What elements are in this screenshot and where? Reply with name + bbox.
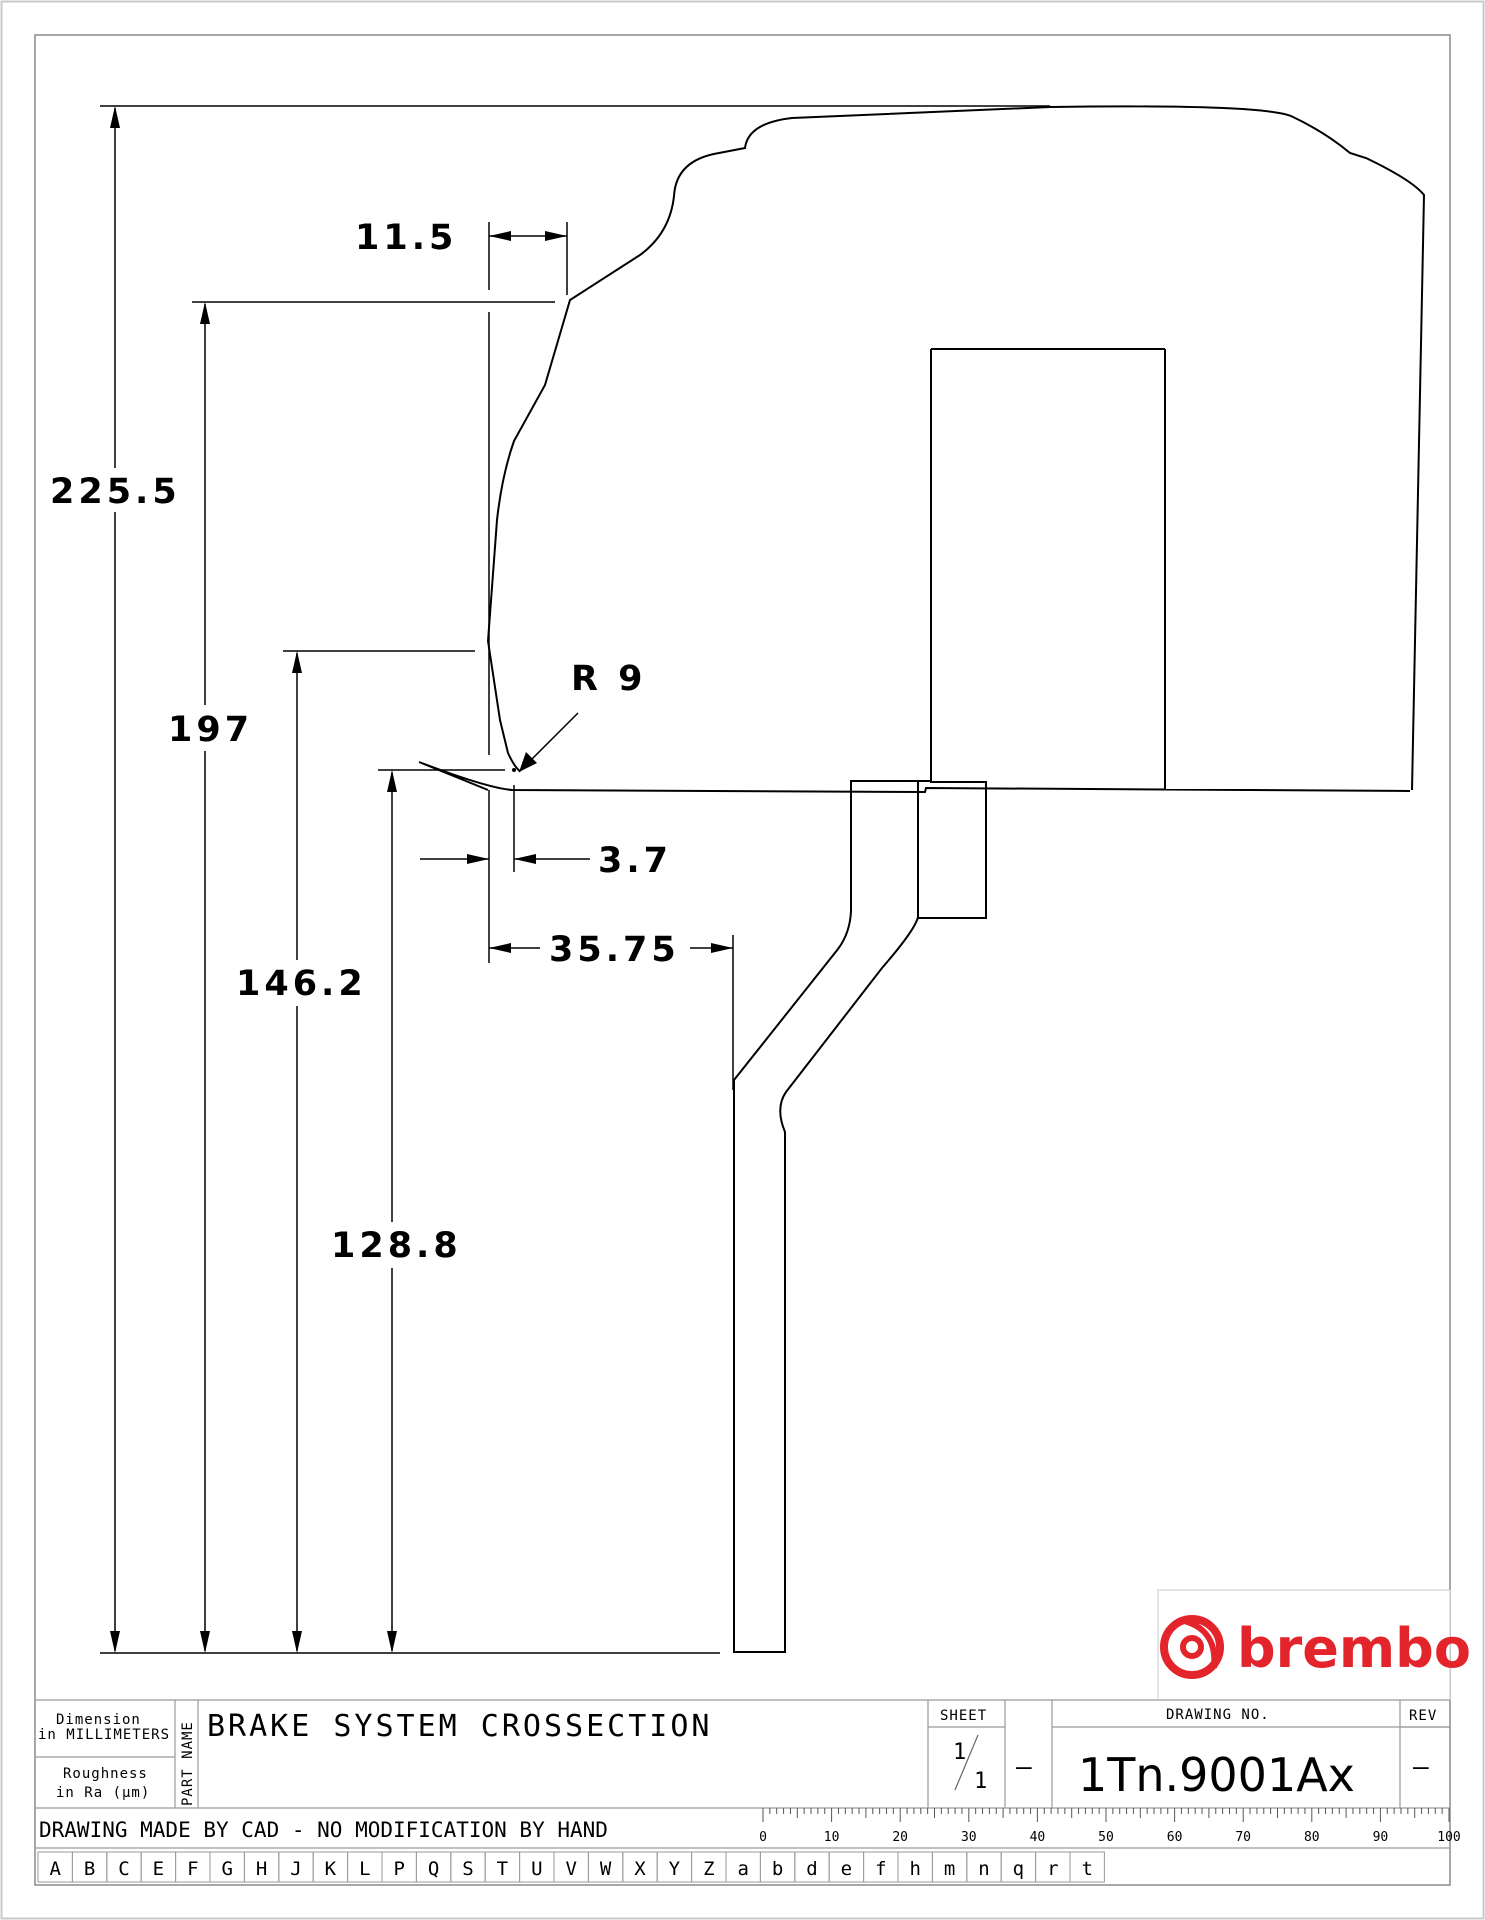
ruler-label: 60 bbox=[1167, 1830, 1183, 1845]
grid-letter: d bbox=[806, 1858, 817, 1880]
brembo-disc-icon bbox=[1160, 1615, 1224, 1679]
grid-letter: W bbox=[600, 1858, 612, 1880]
dimension-label-line2: in MILLIMETERS bbox=[38, 1727, 170, 1743]
grid-letter: F bbox=[187, 1858, 198, 1880]
grid-letter: q bbox=[1013, 1858, 1024, 1880]
grid-letter: L bbox=[359, 1858, 370, 1880]
brand-name: brembo bbox=[1237, 1617, 1471, 1680]
dim-top-offset: 11.5 bbox=[355, 218, 457, 258]
grid-letter: E bbox=[153, 1858, 164, 1880]
ruler-label: 40 bbox=[1030, 1830, 1046, 1845]
grid-letter: f bbox=[875, 1858, 886, 1880]
dimension-arrowheads bbox=[110, 106, 733, 1653]
grid-letter: A bbox=[49, 1858, 61, 1880]
sheet-dash: — bbox=[1016, 1752, 1032, 1782]
part-name: BRAKE SYSTEM CROSSECTION bbox=[207, 1709, 712, 1744]
grid-letter: K bbox=[325, 1858, 337, 1880]
dim-mid-height: 146.2 bbox=[236, 964, 367, 1004]
title-block bbox=[35, 1699, 1450, 1849]
radius-center-point bbox=[512, 768, 516, 772]
grid-letter: S bbox=[462, 1858, 473, 1880]
ruler-label: 70 bbox=[1235, 1830, 1251, 1845]
drawing-no-label: DRAWING NO. bbox=[1166, 1707, 1270, 1723]
dimension-lines bbox=[100, 105, 1050, 1654]
grid-letter: V bbox=[565, 1858, 576, 1880]
ruler-label: 90 bbox=[1373, 1830, 1389, 1845]
roughness-label-line2: in Ra (µm) bbox=[56, 1785, 150, 1801]
cad-note: DRAWING MADE BY CAD - NO MODIFICATION BY… bbox=[39, 1818, 608, 1842]
grid-cell bbox=[1069, 1851, 1105, 1883]
dim-radius: R 9 bbox=[571, 659, 647, 699]
grid-letter: t bbox=[1081, 1858, 1092, 1880]
ruler-label: 10 bbox=[824, 1830, 840, 1845]
grid-letter: h bbox=[909, 1858, 920, 1880]
sheet-label: SHEET bbox=[940, 1708, 987, 1724]
dim-horizontal-offset: 35.75 bbox=[549, 930, 680, 970]
grid-letter: H bbox=[256, 1858, 267, 1880]
grid-letter: X bbox=[634, 1858, 646, 1880]
ruler: 0 10 20 30 40 50 60 70 80 90 100 bbox=[759, 1808, 1461, 1845]
dim-top-height: 197 bbox=[168, 710, 253, 750]
grid-letter: m bbox=[944, 1858, 955, 1880]
grid-letter: Q bbox=[428, 1858, 439, 1880]
grid-letter: G bbox=[221, 1858, 232, 1880]
grid-letter: J bbox=[290, 1858, 301, 1880]
dimension-label-line1: Dimension bbox=[56, 1712, 141, 1728]
housing-outline bbox=[418, 105, 1426, 794]
ruler-label: 100 bbox=[1437, 1830, 1460, 1845]
roughness-label-line1: Roughness bbox=[63, 1766, 148, 1782]
sheet-total: 1 bbox=[974, 1769, 987, 1794]
ruler-label: 20 bbox=[892, 1830, 908, 1845]
sheet-number: 1 bbox=[953, 1740, 966, 1765]
drawing-number: 1Tn.9001Ax bbox=[1078, 1748, 1355, 1802]
brand-block: brembo bbox=[1157, 1589, 1471, 1701]
dim-overall-height: 225.5 bbox=[50, 472, 181, 512]
ruler-label: 80 bbox=[1304, 1830, 1320, 1845]
rev-label: REV bbox=[1409, 1708, 1437, 1724]
ruler-label: 0 bbox=[759, 1830, 767, 1845]
grid-letter: b bbox=[772, 1858, 783, 1880]
grid-letter: Z bbox=[703, 1858, 714, 1880]
part-outline bbox=[418, 105, 1426, 1653]
ruler-label: 50 bbox=[1098, 1830, 1114, 1845]
dim-small-offset: 3.7 bbox=[598, 841, 672, 881]
rev-value: — bbox=[1413, 1752, 1429, 1782]
grid-letter: e bbox=[841, 1858, 852, 1880]
grid-letter: n bbox=[978, 1858, 989, 1880]
grid-letter: r bbox=[1047, 1858, 1058, 1880]
grid-letter: C bbox=[118, 1858, 129, 1880]
grid-letter: a bbox=[737, 1858, 748, 1880]
grid-letter: T bbox=[497, 1858, 508, 1880]
grid-letter: P bbox=[393, 1858, 404, 1880]
lower-hub-outline bbox=[733, 781, 987, 1653]
grid-letter: U bbox=[531, 1858, 542, 1880]
drawing-frame bbox=[34, 34, 1451, 1886]
grid-letter: B bbox=[84, 1858, 95, 1880]
grid-letter: Y bbox=[669, 1858, 681, 1880]
dim-low-height: 128.8 bbox=[331, 1226, 462, 1266]
ruler-label: 30 bbox=[961, 1830, 977, 1845]
part-name-label: PART NAME bbox=[180, 1721, 196, 1806]
